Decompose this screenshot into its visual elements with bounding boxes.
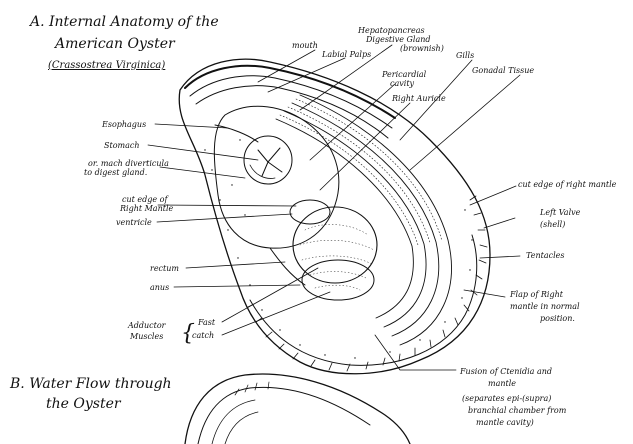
label-ventricle: ventricle [116,218,152,227]
hinge-ridge [184,64,396,119]
label-cut-edge-right-mantle: cut edge of right mantle [518,180,617,189]
label-hepatopancreas-2: Digestive Gland [365,35,431,44]
label-gills: Gills [456,51,474,60]
titles: A. Internal Anatomy of the American Oyst… [9,14,219,412]
shell-stipple [204,139,473,359]
label-right-auricle: Right Auricle [391,94,446,103]
label-fusion-3: (separates epi-(supra) [462,394,551,403]
label-esophagus: Esophagus [101,120,146,129]
label-brace: { [181,321,195,346]
label-adductor-1: Adductor [127,321,167,330]
label-cut-edge-1: cut edge of [122,195,169,204]
title-a-line1: A. Internal Anatomy of the [28,14,219,30]
label-diverticula-1: or. mach diverticula [88,159,169,168]
leader-lines [147,44,521,371]
label-labial-palps: Labial Palps [321,50,371,59]
label-diverticula-2: to digest gland. [84,168,147,177]
label-fusion-4: branchial chamber from [468,406,567,415]
label-rectum: rectum [150,264,179,273]
ventricle-shape [289,199,331,225]
adductor-muscle [292,206,378,301]
label-pericardial-1: Pericardial [381,70,427,79]
label-fusion-1: Fusion of Ctenidia and [459,367,552,376]
mantle-flap-outline [249,234,478,366]
label-adductor-2: Muscles [129,332,163,341]
label-gonadal-tissue: Gonadal Tissue [472,66,534,75]
rectum-tube [269,247,306,286]
label-hepatopancreas-1: Hepatopancreas [357,26,425,35]
label-tentacles: Tentacles [526,251,564,260]
label-left-valve-1: Left Valve [539,208,581,217]
title-a-line2: American Oyster [53,36,176,52]
title-a-line3: (Crassostrea Virginica) [48,60,165,71]
stomach-shape [243,135,293,185]
label-fusion-5: mantle cavity) [476,418,534,427]
label-anus: anus [150,283,169,292]
label-flap-1: Flap of Right [509,290,564,299]
label-catch: catch [192,331,214,340]
title-b-line2: the Oyster [46,396,122,412]
label-left-valve-2: (shell) [540,220,565,229]
oyster-illustration [178,58,491,375]
label-fast: Fast [197,318,216,327]
label-flap-2: mantle in normal [510,302,580,311]
title-b-line1: B. Water Flow through [9,376,172,392]
label-hepatopancreas-3: (brownish) [400,44,444,53]
esophagus-tube [214,124,259,143]
label-fusion-2: mantle [488,379,516,388]
visceral-mass [213,105,340,249]
anatomy-labels: mouth Labial Palps Hepatopancreas Digest… [84,26,617,427]
label-mouth: mouth [292,41,318,50]
label-cut-edge-2: Right Mantle [119,204,174,213]
label-flap-3: position. [540,314,575,323]
left-valve-shell-outline [178,58,491,375]
label-pericardial-2: cavity [390,79,415,88]
gill-lamellae [275,94,452,346]
tentacle-fringe [247,195,488,372]
oyster-water-flow-drawing [184,373,411,444]
label-stomach: Stomach [104,141,140,150]
